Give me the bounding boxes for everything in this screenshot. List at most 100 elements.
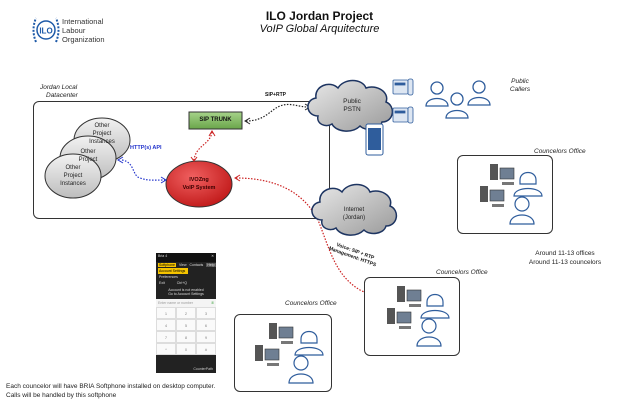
- instance-line: Other: [65, 165, 81, 171]
- instance-line: Instances: [60, 181, 86, 187]
- councelor-icon: [288, 330, 324, 384]
- computer-icon: [387, 308, 412, 329]
- sip-trunk-label: SIP TRUNK: [199, 117, 232, 123]
- voip-system-node: [165, 160, 233, 208]
- menu-exit-shortcut: Ctrl+Q: [176, 281, 187, 285]
- counterpath-brand: CounterPath: [193, 367, 213, 371]
- sip-arrow-left: [244, 117, 251, 125]
- softphone-dropdown: Account Settings Preferences Exit Ctrl+Q: [158, 268, 188, 286]
- project-instance-node: [44, 153, 102, 199]
- api-arrow-left: [117, 156, 124, 164]
- sip-rtp-label: SIP+RTP: [265, 92, 286, 98]
- callers-line: Callers: [509, 86, 531, 93]
- office-note-line: Around 11-13 offices: [535, 250, 595, 257]
- menu-preferences[interactable]: Preferences: [159, 275, 178, 279]
- voip-line: VoIP System: [182, 185, 216, 191]
- dial-key[interactable]: 0: [176, 343, 196, 355]
- dial-key[interactable]: 1: [156, 307, 176, 319]
- councelors-office-box: [457, 155, 553, 234]
- office-label: Councelors Office: [436, 269, 488, 276]
- pstn-label: Public PSTN: [332, 98, 372, 114]
- trunk-arrow-up: [208, 130, 216, 137]
- api-link-label: HTTP(s) API: [130, 145, 162, 151]
- office-workstations-icon: [387, 286, 450, 347]
- voip-system-label: IVOZng VoIP System: [166, 176, 232, 192]
- call-icon[interactable]: ✆: [211, 301, 214, 305]
- dial-key[interactable]: 2: [176, 307, 196, 319]
- menu-account-settings[interactable]: Account Settings: [158, 268, 188, 274]
- instance-line: Project: [92, 131, 112, 137]
- dial-key[interactable]: 8: [176, 331, 196, 343]
- desk-phone-icon: [392, 78, 414, 96]
- bria-softphone-window: Bria 4 ✕ Softphone View Contacts Help Ac…: [156, 253, 216, 373]
- menu-softphone[interactable]: Softphone: [158, 263, 176, 267]
- menu-view[interactable]: View: [178, 263, 187, 267]
- logo-line: International: [62, 17, 104, 26]
- councelor-icon: [509, 171, 543, 225]
- dial-key[interactable]: #: [196, 343, 216, 355]
- datacenter-label: Jordan Local Datacenter: [40, 84, 78, 100]
- councelors-office-box: [234, 314, 332, 392]
- computer-icon: [480, 186, 505, 207]
- dial-input[interactable]: Enter name or number ✆: [156, 299, 216, 307]
- voip-line: IVOZng: [189, 177, 209, 183]
- softphone-note: Each councelor will have BRIA Softphone …: [6, 382, 215, 400]
- public-callers-label: Public Callers: [508, 78, 532, 94]
- dial-key[interactable]: 7: [156, 331, 176, 343]
- office-label: Councelors Office: [285, 300, 337, 307]
- project-instance-label: Other Project Instances: [53, 164, 93, 188]
- datacenter-label-line: Jordan Local: [40, 84, 78, 91]
- office-note-line: Around 11-13 councelors: [528, 259, 602, 266]
- status-line[interactable]: Go to Account Settings: [168, 292, 204, 296]
- internet-cloud: [311, 183, 398, 236]
- softphone-close-icon[interactable]: ✕: [211, 254, 214, 258]
- api-arrow-right: [160, 176, 167, 184]
- dial-pad: 1 2 3 4 5 6 7 8 9 * 0 #: [156, 307, 216, 355]
- api-link: [121, 159, 166, 181]
- menu-contacts[interactable]: Contacts: [189, 263, 204, 267]
- instance-line: Project: [63, 173, 83, 179]
- softphone-note-line: Calls will be handled by this softphone: [6, 392, 117, 399]
- internet-line: Internet: [343, 207, 365, 213]
- project-instance-label: Other Project Instances: [88, 122, 116, 146]
- menu-help[interactable]: Help: [206, 263, 216, 267]
- softphone-note-line: Each councelor will have BRIA Softphone …: [6, 383, 216, 390]
- datacenter-box: [33, 101, 330, 219]
- office-workstations-icon: [480, 164, 543, 225]
- diagram-title: ILO Jordan Project: [265, 9, 374, 23]
- logo-line: Organization: [62, 35, 105, 44]
- logo-mark: ILO: [39, 27, 52, 36]
- logo-text: International Labour Organization: [62, 17, 105, 44]
- sip-rtp-link: [245, 103, 309, 122]
- softphone-menubar: Softphone View Contacts Help: [156, 262, 216, 268]
- dial-key[interactable]: 3: [196, 307, 216, 319]
- public-callers-icon: [425, 80, 491, 119]
- dial-key[interactable]: *: [156, 343, 176, 355]
- office-count-note: Around 11-13 offices Around 11-13 counce…: [520, 249, 610, 267]
- trunk-arrow-down: [190, 156, 198, 162]
- office-label: Councelors Office: [534, 148, 586, 155]
- callers-line: Public: [511, 78, 529, 85]
- dial-key[interactable]: 9: [196, 331, 216, 343]
- computer-icon: [490, 164, 515, 185]
- dial-key[interactable]: 5: [176, 319, 196, 331]
- project-instance-label: Other Project: [73, 148, 103, 164]
- internet-label: Internet (Jordan): [334, 206, 374, 222]
- datacenter-label-line: Datacenter: [46, 92, 78, 99]
- councelor-icon: [416, 293, 450, 347]
- menu-exit-label: Exit: [159, 281, 165, 285]
- menu-exit[interactable]: Exit Ctrl+Q: [158, 280, 188, 286]
- mobile-phone-icon: [365, 123, 384, 156]
- softphone-title: Bria 4: [158, 254, 168, 258]
- computer-icon: [255, 345, 280, 366]
- dial-key[interactable]: 4: [156, 319, 176, 331]
- instance-line: Other: [94, 123, 110, 129]
- instance-line: Other: [80, 149, 96, 155]
- dial-key[interactable]: 6: [196, 319, 216, 331]
- computer-icon: [397, 286, 422, 307]
- desk-phone-icon: [392, 106, 414, 124]
- pstn-cloud: [307, 79, 394, 132]
- internet-line: (Jordan): [342, 215, 366, 221]
- logo-line: Labour: [62, 26, 86, 35]
